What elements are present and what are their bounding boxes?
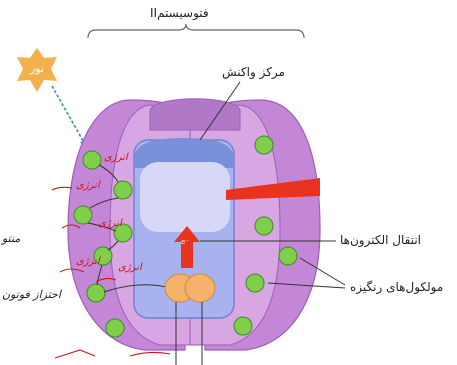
reaction-center-label: مرکز واکنش xyxy=(222,65,285,79)
pigment-molecule xyxy=(74,206,92,224)
reaction-center-core xyxy=(140,162,230,232)
pigment-molecule xyxy=(255,136,273,154)
light-arrow xyxy=(52,86,86,146)
handwritten-energy-4: انرژی xyxy=(76,256,100,267)
pigment-molecule xyxy=(279,247,297,265)
light-label: نور xyxy=(14,62,60,75)
pigment-molecule xyxy=(106,319,124,337)
electron-transfer-label: انتقال الکترون‌ها xyxy=(340,233,421,247)
pigment-molecule xyxy=(234,317,252,335)
margin-note-2: احتزاز فوتون xyxy=(2,288,61,301)
handwritten-energy-1: انرژی xyxy=(104,152,128,163)
title-bracket xyxy=(88,24,304,38)
pigment-molecule xyxy=(87,284,105,302)
pigment-molecule xyxy=(114,181,132,199)
pigment-molecule xyxy=(83,151,101,169)
handwritten-energy-3: انرژی xyxy=(98,218,122,229)
margin-note-1: منتو xyxy=(2,232,20,245)
pigment-molecules-label: مولکول‌های رنگیزه xyxy=(350,280,443,294)
special-pair xyxy=(165,274,215,302)
handwritten-energy-2: انرژی xyxy=(76,180,100,191)
top-dome xyxy=(150,99,240,130)
pigment-molecule xyxy=(246,274,264,292)
pigment-molecule xyxy=(255,217,273,235)
handwritten-energy-5: انرژی xyxy=(118,262,142,273)
electron-label: e⁻ xyxy=(181,238,189,246)
diagram-title: فتوسیستمII xyxy=(150,6,209,20)
